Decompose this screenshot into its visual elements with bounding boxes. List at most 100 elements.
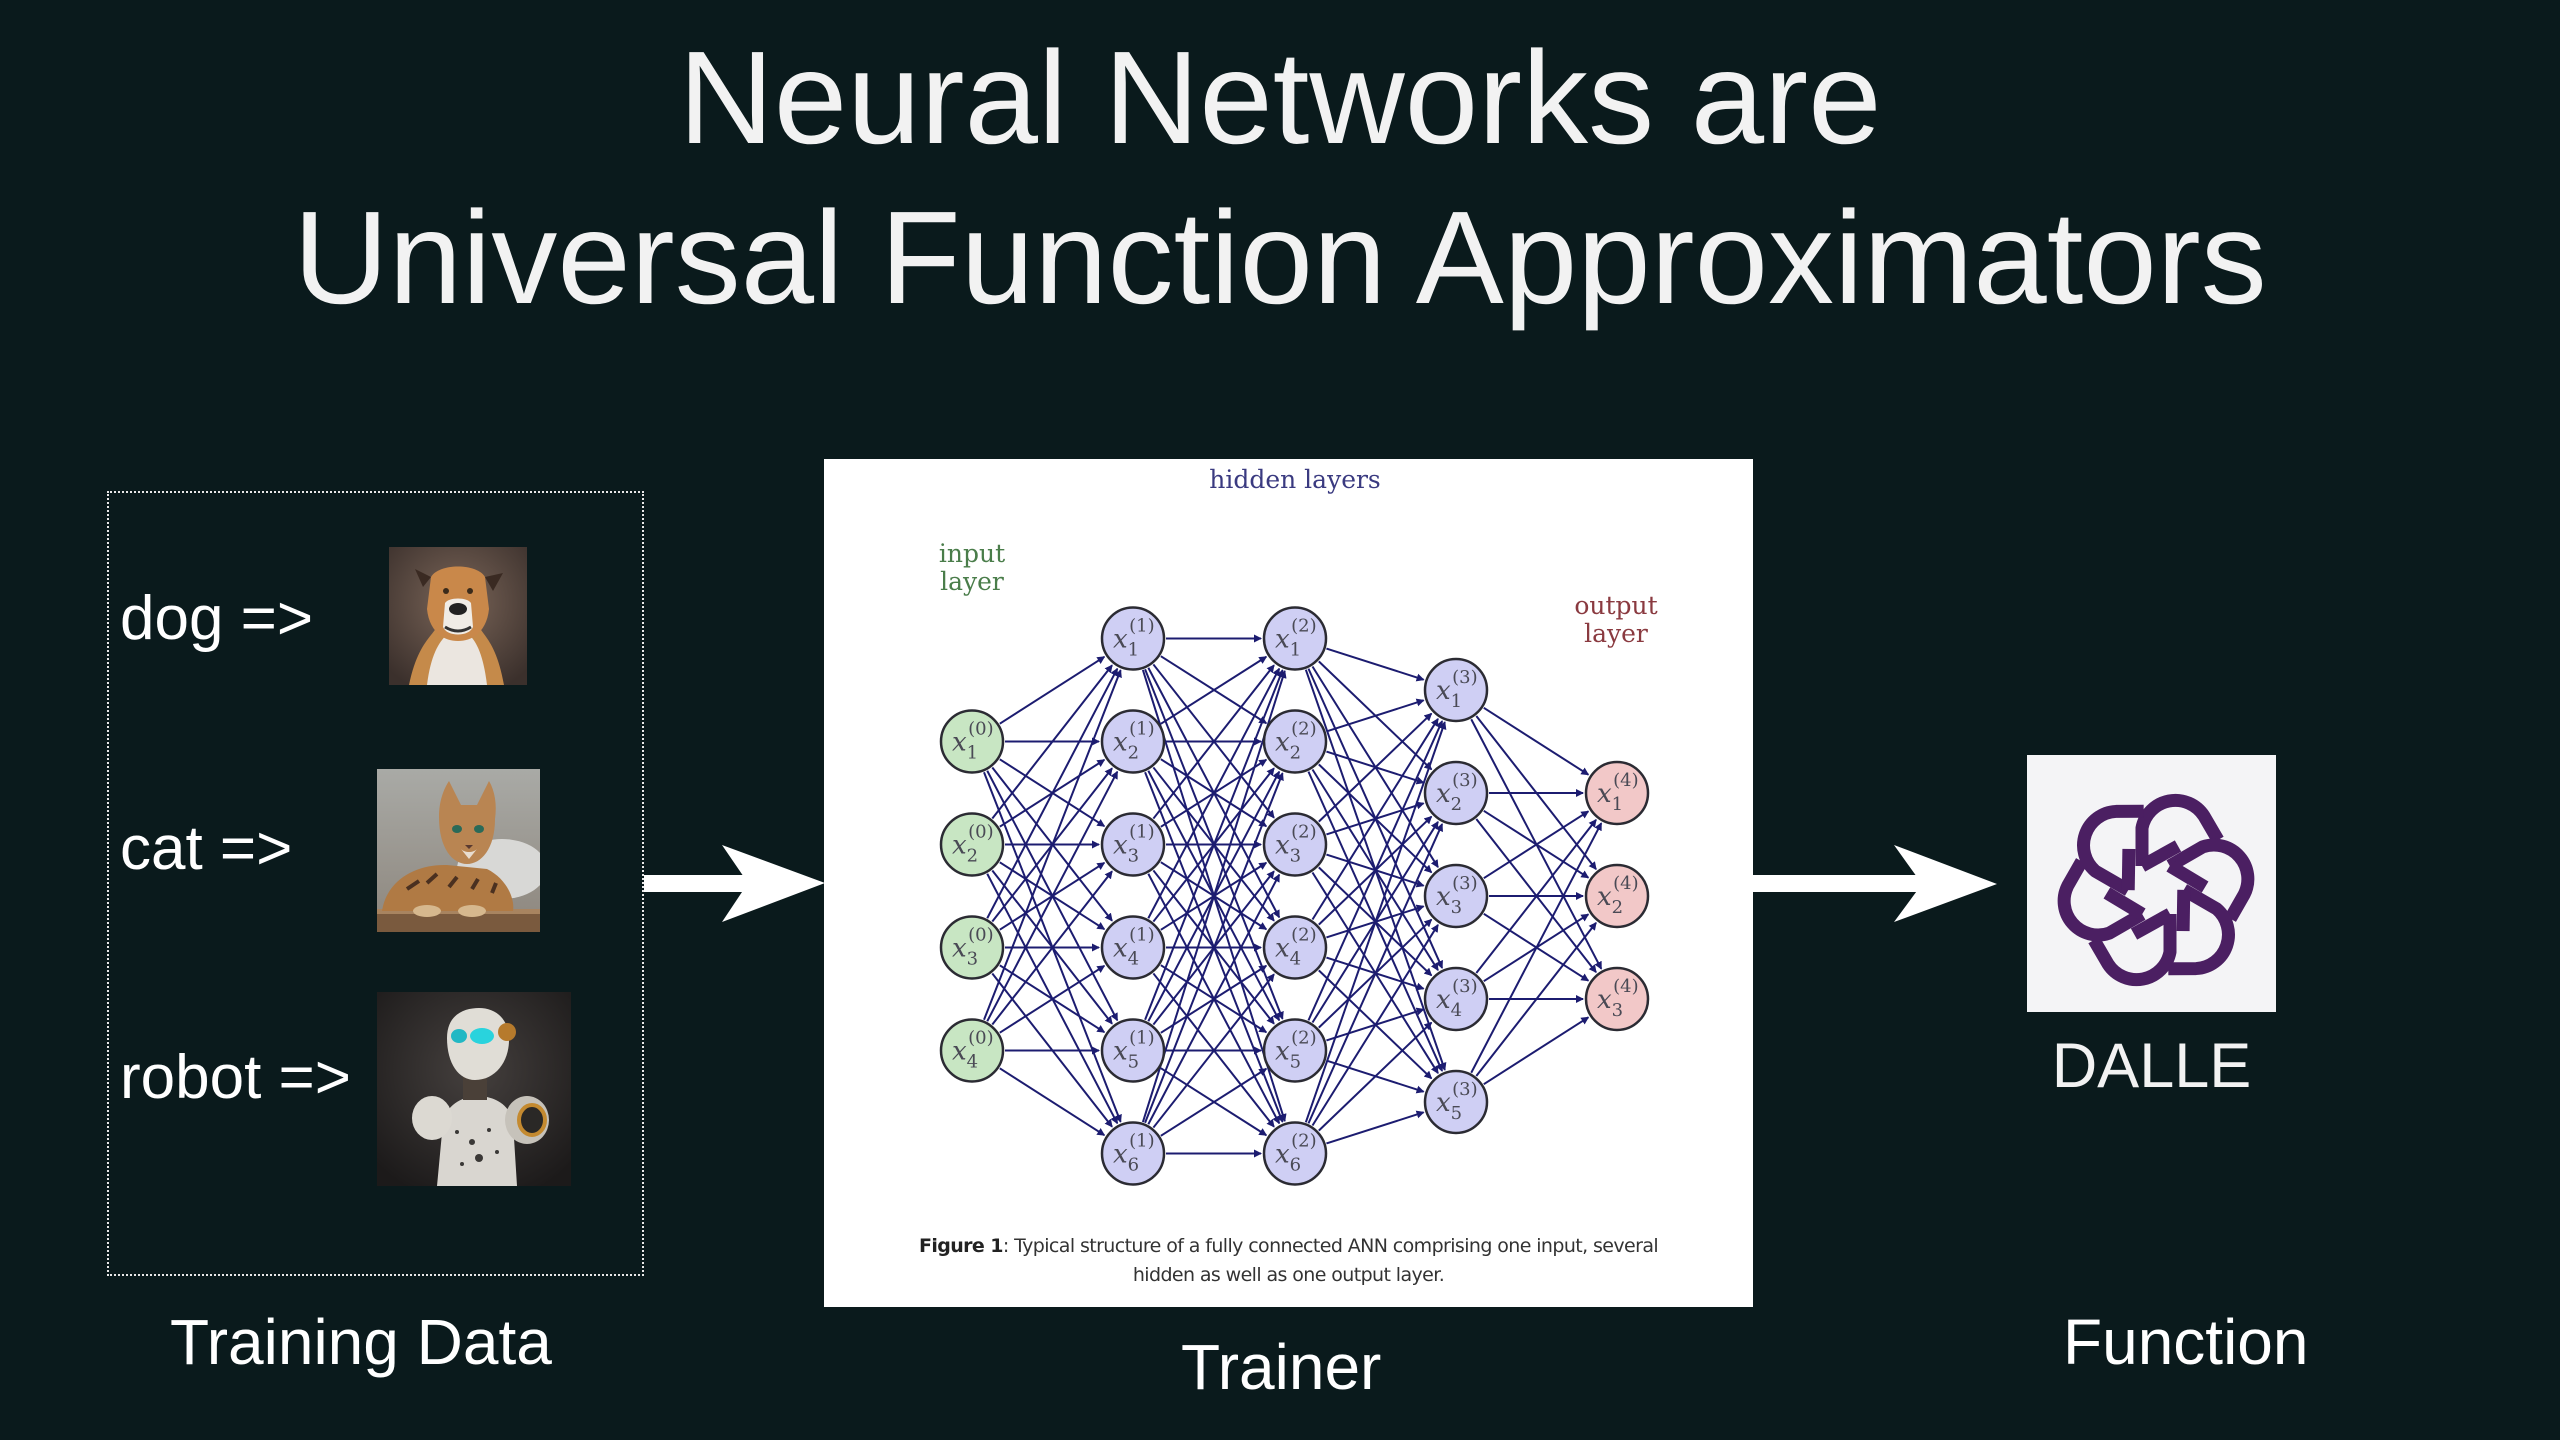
edge-l1n6-l2n2: [1144, 772, 1284, 1124]
dog-image: [389, 547, 527, 685]
input-layer-label-line-2: layer: [940, 567, 1004, 596]
node-layer0-4: x4(0): [939, 1018, 1005, 1083]
neural-network-diagram: x1(0)x2(0)x3(0)x4(0)x1(1)x2(1)x3(1)x4(1)…: [939, 465, 1658, 1186]
robot-image: [377, 992, 571, 1186]
node-circle: [1100, 1018, 1166, 1083]
training-item-label-dog: dog =>: [120, 584, 314, 653]
node-label: x6(2): [1275, 1131, 1317, 1176]
node-circle: [1262, 1121, 1328, 1186]
node-circle: [1100, 709, 1166, 774]
logo-link: [2166, 838, 2255, 922]
node-label: x2(0): [952, 822, 994, 867]
node-circle: [1423, 657, 1489, 723]
node-layer4-3: x3(4): [1584, 966, 1650, 1032]
node-layer1-3: x3(1): [1100, 812, 1166, 877]
node-label: x3(3): [1436, 873, 1478, 918]
edge-l1n6-l2n5: [1160, 1067, 1268, 1137]
node-label: x1(2): [1275, 616, 1317, 661]
slide-title-line-2: Universal Function Approximators: [293, 184, 2267, 331]
node-label: x1(1): [1113, 616, 1155, 661]
node-label: x4(3): [1436, 976, 1478, 1021]
node-label: x2(1): [1113, 719, 1155, 764]
node-layer2-3: x3(2): [1262, 812, 1328, 877]
robot-photo: [377, 992, 571, 1186]
figure-caption-bold: Figure 1: [918, 1235, 1004, 1257]
edge-l2n6-l3n4: [1318, 1021, 1433, 1132]
edge-l1n5-l2n1: [1144, 669, 1284, 1021]
edge-l3n5-l4n1: [1470, 822, 1603, 1074]
node-circle: [1262, 915, 1328, 980]
edge-l0n2-l1n1: [991, 664, 1113, 820]
network-nodes: x1(0)x2(0)x3(0)x4(0)x1(1)x2(1)x3(1)x4(1)…: [939, 606, 1650, 1186]
edge-l1n6-l2n3: [1147, 873, 1281, 1125]
node-label: x3(0): [952, 925, 994, 970]
node-circle: [1584, 966, 1650, 1032]
node-layer0-3: x3(0): [939, 915, 1005, 980]
node-circle: [1584, 863, 1650, 929]
node-circle: [1262, 1018, 1328, 1083]
node-circle: [939, 915, 1005, 980]
node-label: x5(1): [1113, 1028, 1155, 1073]
figure-caption-text: : Typical structure of a fully connected…: [1002, 1235, 1659, 1257]
node-layer0-2: x2(0): [939, 812, 1005, 877]
node-layer0-1: x1(0): [939, 709, 1005, 774]
node-label: x1(3): [1436, 667, 1478, 712]
node-label: x5(2): [1275, 1028, 1317, 1073]
edge-l3n1-l4n1: [1483, 706, 1590, 776]
logo-inner-link: [2176, 889, 2191, 932]
edge-l1n2-l2n1: [1160, 655, 1268, 725]
node-circle: [1584, 760, 1650, 826]
node-layer2-6: x6(2): [1262, 1121, 1328, 1186]
trainer-label: Trainer: [1181, 1331, 1382, 1403]
edge-l2n6-l3n1: [1304, 721, 1447, 1123]
logo-link: [2168, 884, 2235, 976]
edge-l2n5-l3n1: [1307, 720, 1444, 1021]
node-circle: [939, 709, 1005, 774]
node-circle: [1423, 966, 1489, 1032]
node-layer2-4: x4(2): [1262, 915, 1328, 980]
node-circle: [1262, 606, 1328, 671]
node-label: x2(3): [1436, 770, 1478, 815]
arrow-to-trainer-icon: [644, 845, 825, 922]
node-layer1-2: x2(1): [1100, 709, 1166, 774]
training-data-box: [107, 491, 644, 1276]
node-layer3-4: x4(3): [1423, 966, 1489, 1032]
edge-l0n4-l1n3: [991, 870, 1113, 1026]
logo-link: [2088, 914, 2177, 987]
logo-link: [2135, 793, 2224, 866]
edge-l2n6-l3n5: [1326, 1110, 1425, 1145]
node-label: x3(2): [1275, 822, 1317, 867]
node-layer2-2: x2(2): [1262, 709, 1328, 774]
edge-l2n2-l3n1: [1326, 698, 1425, 733]
edge-l2n6-l3n3: [1311, 923, 1439, 1127]
edge-l3n4-l4n1: [1475, 819, 1597, 974]
output-layer-label-line-2: layer: [1584, 619, 1648, 648]
node-label: x3(4): [1597, 976, 1639, 1021]
node-layer2-1: x1(2): [1262, 606, 1328, 671]
edge-l0n4-l1n6: [999, 1067, 1106, 1137]
node-label: x6(1): [1113, 1131, 1155, 1176]
node-label: x4(2): [1275, 925, 1317, 970]
node-label: x1(4): [1597, 770, 1639, 815]
node-circle: [1423, 1069, 1489, 1135]
edge-l2n1-l3n1: [1326, 647, 1425, 682]
edge-l1n4-l2n1: [1147, 667, 1281, 919]
logo-inner-link: [2121, 848, 2136, 891]
logo-link: [2057, 858, 2146, 942]
edge-l0n4-l1n2: [986, 770, 1119, 1022]
node-circle: [1262, 812, 1328, 877]
dog-photo: [389, 547, 527, 685]
node-layer3-2: x2(3): [1423, 760, 1489, 826]
edge-l3n3-l4n1: [1483, 810, 1590, 880]
node-label: x4(0): [952, 1028, 994, 1073]
cat-image: [377, 769, 540, 932]
node-layer1-6: x6(1): [1100, 1121, 1166, 1186]
logo-inner-link: [2166, 860, 2209, 893]
node-layer3-1: x1(3): [1423, 657, 1489, 723]
node-circle: [1100, 812, 1166, 877]
node-layer1-1: x1(1): [1100, 606, 1166, 671]
figure-caption-line-1: Figure 1: Typical structure of a fully c…: [824, 1235, 1753, 1257]
edge-l1n6-l2n1: [1141, 669, 1287, 1123]
edge-l3n5-l4n3: [1483, 1016, 1590, 1086]
edge-l1n3-l2n1: [1152, 664, 1275, 820]
